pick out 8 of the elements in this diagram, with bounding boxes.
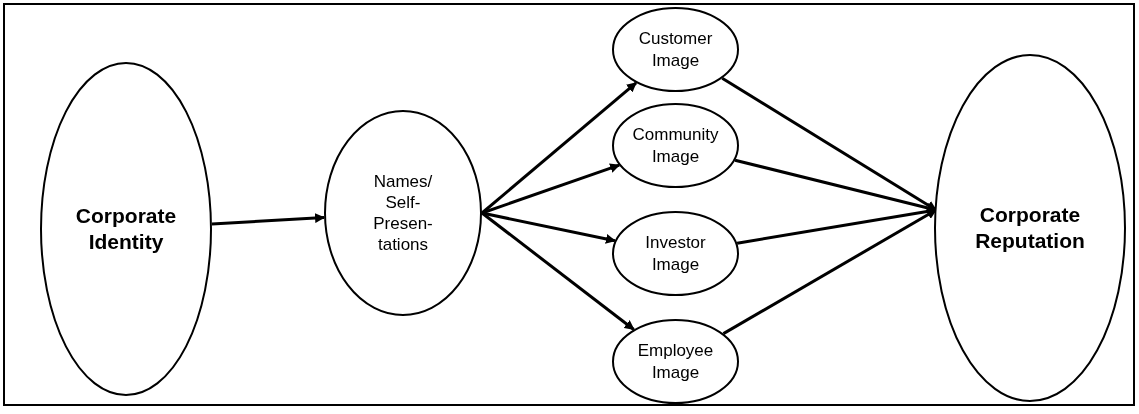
node-label: Community Image: [631, 124, 720, 167]
arrow: [211, 213, 326, 226]
node-label: Corporate Identity: [74, 202, 178, 255]
node-label: Corporate Reputation: [974, 201, 1086, 254]
node-label: Investor Image: [644, 232, 707, 275]
node-label: Customer Image: [637, 28, 714, 71]
node-label: Names/ Self- Presen- tations: [372, 170, 434, 256]
node-label: Employee Image: [636, 340, 715, 383]
